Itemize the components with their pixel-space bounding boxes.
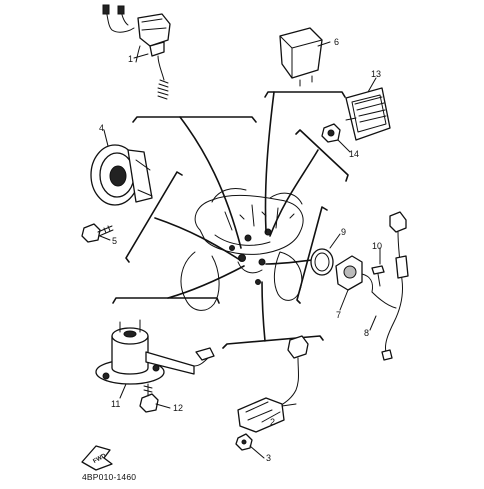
leader-lines <box>112 91 349 349</box>
part-bolt-horn <box>81 223 114 243</box>
part-flasher-unit <box>321 87 391 143</box>
part-main-switch <box>102 4 171 100</box>
forward-direction-arrow-icon: FWD <box>81 445 113 471</box>
callout-14: 14 <box>349 149 359 159</box>
callout-3: 3 <box>266 453 271 463</box>
callout-10: 10 <box>372 241 382 251</box>
callout-6: 6 <box>334 37 339 47</box>
part-horn <box>90 144 153 206</box>
callout-2: 2 <box>270 417 275 427</box>
callout-13: 13 <box>371 69 381 79</box>
part-number-labels: 1 2 3 4 5 6 7 8 9 10 11 12 13 14 <box>99 37 382 463</box>
callout-9: 9 <box>341 227 346 237</box>
callout-11: 11 <box>111 399 120 409</box>
callout-8: 8 <box>364 328 369 338</box>
part-lead-wire <box>371 211 409 361</box>
part-sensor <box>335 255 373 293</box>
part-screw <box>371 265 385 287</box>
part-speed-sensor <box>237 335 309 433</box>
callout-12: 12 <box>173 403 183 413</box>
callout-leaders <box>99 41 381 459</box>
part-small-screw <box>235 433 253 451</box>
part-bolt-relay <box>139 383 159 413</box>
callout-5: 5 <box>112 236 117 246</box>
callout-7: 7 <box>336 310 341 320</box>
catalog-code: 4BP010-1460 <box>82 472 136 482</box>
part-o-ring <box>310 248 334 276</box>
part-starter-relay <box>95 319 215 385</box>
callout-4: 4 <box>99 123 104 133</box>
motorcycle-silhouette <box>180 188 304 311</box>
part-relay-box <box>279 27 323 87</box>
callout-1: 1 <box>128 54 133 64</box>
